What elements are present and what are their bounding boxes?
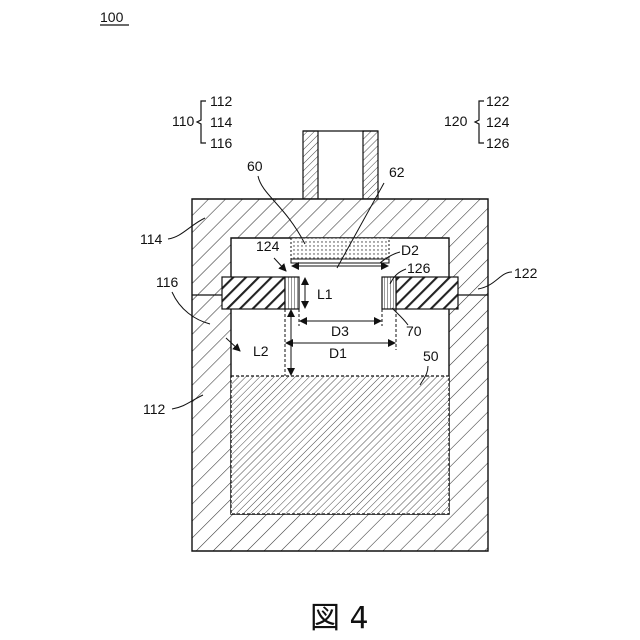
group-120-item-126: 126 [486,135,510,151]
label-62: 62 [389,164,405,180]
pad-60 [291,238,389,259]
label-124: 124 [256,238,280,254]
ring-124 [285,277,299,309]
group-110-legend: 110 112 114 116 [172,93,233,151]
figure-caption: 図 4 [310,601,369,636]
group-120-brace [475,101,484,143]
label-122: 122 [514,265,538,281]
group-110-item-114: 114 [210,114,233,130]
dim-d2-label: D2 [401,242,419,258]
label-60: 60 [247,158,263,174]
ref-100-label: 100 [100,9,124,25]
dim-d3-label: D3 [331,323,349,339]
ring-126 [382,277,396,309]
dim-d1-label: D1 [329,345,347,361]
leader-70 [392,308,408,325]
label-126: 126 [407,260,431,276]
label-112: 112 [143,401,166,417]
group-120-legend: 120 122 124 126 [444,93,510,151]
leader-124 [274,258,286,271]
group-110-item-112: 112 [210,93,233,109]
group-110-label: 110 [172,113,195,129]
group-120-item-124: 124 [486,114,510,130]
label-116: 116 [156,274,179,290]
label-50: 50 [423,348,439,364]
group-120-label: 120 [444,113,468,129]
reservoir-50 [231,376,449,514]
dim-l1-label: L1 [317,286,333,302]
label-70: 70 [406,323,422,339]
group-120-item-122: 122 [486,93,510,109]
seal-plate-122-right [396,277,458,309]
group-110-item-116: 116 [210,135,233,151]
outlet-tube [303,131,378,199]
dim-l2-label: L2 [253,343,269,359]
group-110-brace [197,101,206,143]
label-114: 114 [140,231,163,247]
seal-plate-122-left [222,277,285,309]
